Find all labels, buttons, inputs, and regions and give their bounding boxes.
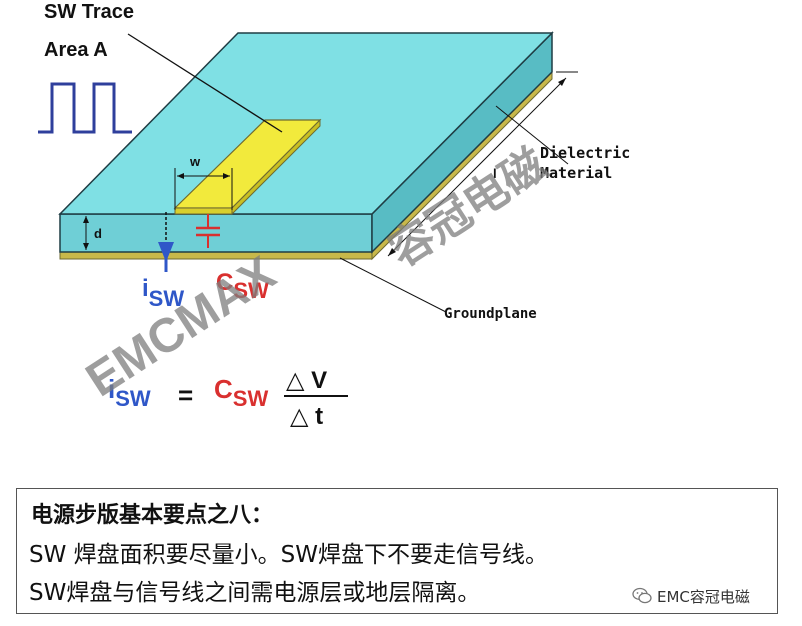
- label-material: Material: [540, 164, 612, 182]
- sw-trace: [173, 118, 322, 216]
- caption-line-1: SW 焊盘面积要尽量小。SW焊盘下不要走信号线。: [29, 542, 548, 568]
- formula-c: CSW: [214, 374, 268, 411]
- square-wave-icon: [38, 82, 132, 134]
- thickness-dimension: [83, 216, 89, 250]
- groundplane-layer: [59, 251, 373, 260]
- dielectric-front-face: [59, 213, 373, 253]
- dielectric-leader-line: [495, 105, 569, 165]
- label-l: l: [493, 166, 497, 181]
- capacitor-icon: [196, 214, 220, 248]
- width-dimension: [174, 168, 233, 210]
- caption-title: 电源步版基本要点之八：: [31, 503, 274, 528]
- source-badge-text: EMC容冠电磁: [657, 587, 750, 606]
- label-sw-trace: SW Trace: [44, 1, 134, 23]
- label-groundplane: Groundplane: [444, 306, 537, 322]
- area-leader-line: [127, 33, 283, 133]
- wechat-icon: [632, 587, 652, 604]
- groundplane-leader-line: [339, 257, 447, 313]
- formula-numerator: △ V: [286, 367, 327, 394]
- label-d: d: [94, 226, 102, 241]
- label-i-sw: iSW: [142, 275, 184, 311]
- source-badge: EMC容冠电磁: [628, 585, 754, 607]
- length-dimension: [387, 71, 578, 257]
- formula: iSW = CSW △ V △ t: [108, 367, 348, 430]
- label-c-sw: CSW: [216, 269, 269, 303]
- label-w: w: [189, 154, 201, 169]
- pcb-diagram: w d l Dielectric Material Groundplane SW…: [38, 1, 630, 430]
- formula-equals: =: [178, 380, 193, 410]
- caption-box: 电源步版基本要点之八： SW 焊盘面积要尽量小。SW焊盘下不要走信号线。 SW焊…: [16, 488, 778, 614]
- formula-lhs: iSW: [108, 374, 151, 411]
- formula-denominator: △ t: [290, 403, 323, 430]
- caption-line-2: SW焊盘与信号线之间需电源层或地层隔离。: [29, 580, 481, 606]
- label-area-a: Area A: [44, 39, 108, 61]
- current-arrow: [158, 212, 174, 272]
- label-dielectric: Dielectric: [540, 144, 630, 162]
